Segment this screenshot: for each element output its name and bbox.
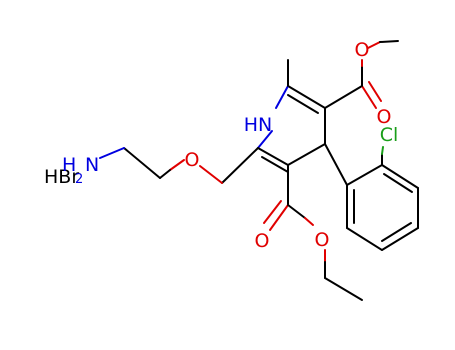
bond-ar4 [381, 227, 419, 251]
bond-ar5 [346, 227, 383, 251]
bond-o-ch2-2 [159, 169, 171, 179]
amine-h-count-label: 2 [75, 172, 83, 187]
bond-ar4-double [381, 222, 412, 242]
bond-n-c2 [257, 130, 273, 149]
bond-ch2-n [99, 147, 125, 159]
bond-c2-c3-double [261, 156, 289, 173]
bond-ch2-ch2 [123, 147, 161, 179]
bond-c2-c3 [257, 147, 289, 166]
ether-oxygen-label: O [185, 149, 200, 171]
bond-ethyl [324, 277, 363, 301]
ring-nh-label: HN [244, 114, 273, 136]
bond-ar-cl-2 [381, 146, 384, 155]
bond-carbonyl-o-double [368, 81, 382, 102]
ethyl-ester-group [263, 164, 363, 301]
bond-carbonyl-o-b-double [263, 200, 282, 224]
bond-ether-methyl-2 [379, 40, 399, 43]
bond-ar1 [346, 164, 383, 186]
top-ester-oxygen-label: O [355, 39, 370, 61]
bond-c5-carbonyl [324, 85, 363, 109]
dihydropyridine-ring [257, 85, 326, 173]
amine-h-label: H [62, 154, 76, 176]
bond-ch2-o [199, 165, 223, 184]
bottom-ester-oxygen-label: O [315, 229, 330, 251]
bond-c5-c6 [287, 85, 326, 109]
aminoethoxymethyl-chain [99, 147, 259, 184]
methyl-ester-group [324, 40, 399, 109]
bond-ether-methyl-1 [367, 41, 381, 49]
top-carbonyl-oxygen-label: O [377, 106, 392, 128]
bond-c2-ch2 [221, 147, 259, 184]
chlorophenyl-ring [324, 143, 419, 251]
chlorine-label: Cl [380, 124, 399, 146]
bottom-carbonyl-oxygen-label: O [255, 230, 270, 252]
bond-c6-n [275, 85, 289, 109]
bond-c3-c4 [287, 143, 326, 166]
bond-carbonyl-o [361, 85, 377, 109]
bond-c4-aryl [324, 143, 348, 186]
bond-carbonyl-o-b [269, 204, 289, 231]
bond-carbonyl-ether-b-1 [287, 204, 306, 219]
bond-ar2 [381, 164, 419, 189]
amine-n-label: N [85, 154, 99, 176]
salt-label: HBr [44, 166, 79, 188]
bond-carbonyl-ether-b-2 [304, 217, 314, 226]
bond-c5-c6-double [287, 94, 319, 114]
bond-o-ch2-1 [169, 159, 185, 171]
bond-ar2-double [383, 173, 413, 193]
